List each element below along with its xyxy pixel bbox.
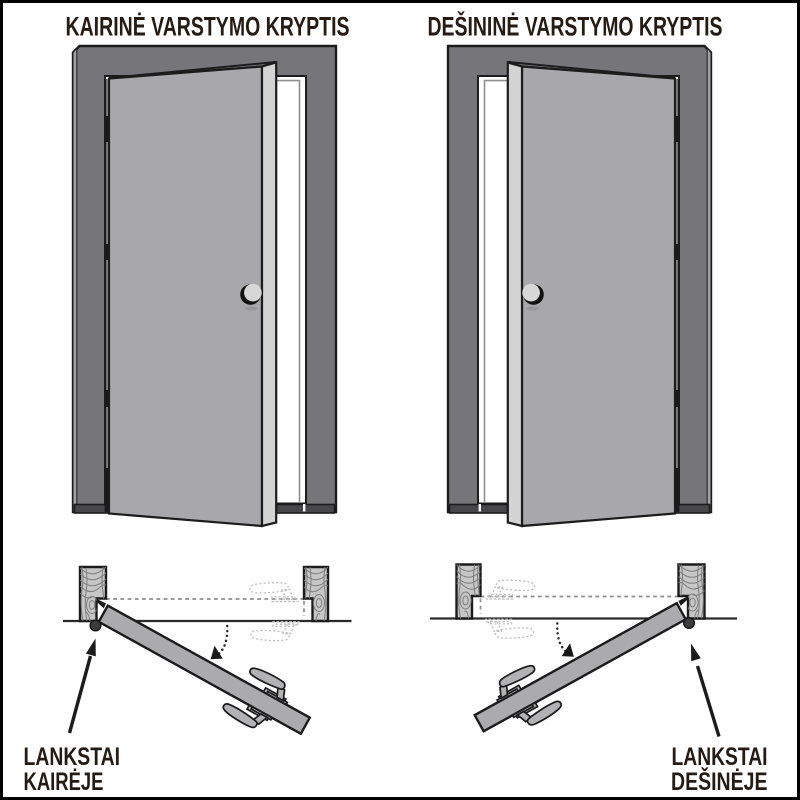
svg-text:LANKSTAI: LANKSTAI [672,743,768,771]
svg-text:LANKSTAI: LANKSTAI [24,743,121,771]
svg-text:DEŠINĖJE: DEŠINĖJE [671,766,768,796]
svg-text:DEŠININĖ VARSTYMO KRYPTIS: DEŠININĖ VARSTYMO KRYPTIS [428,11,723,42]
svg-text:KAIRĖJE: KAIRĖJE [24,768,104,796]
svg-text:KAIRINĖ VARSTYMO KRYPTIS: KAIRINĖ VARSTYMO KRYPTIS [66,12,350,42]
